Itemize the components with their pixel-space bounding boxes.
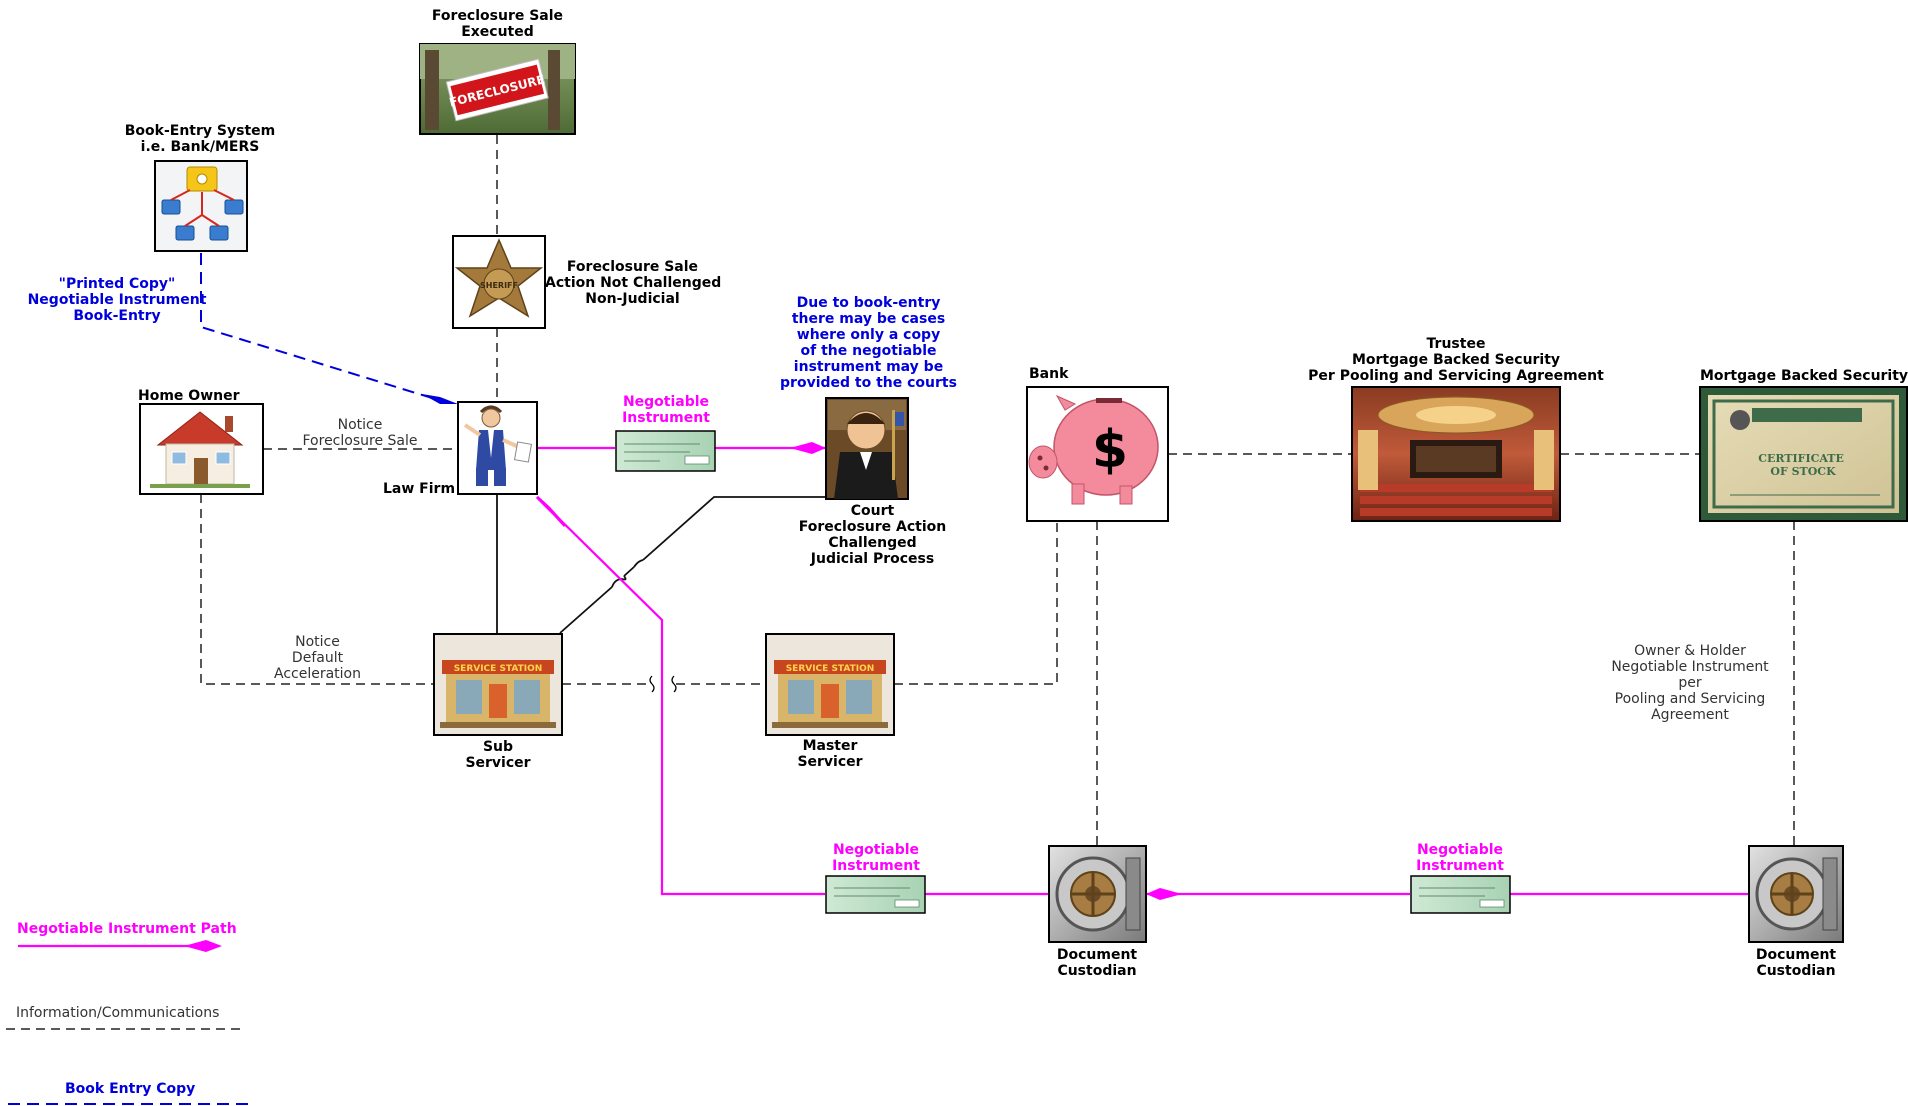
foreclosure-sale-title: Foreclosure Sale Executed bbox=[431, 8, 564, 40]
connector-subservicer-court bbox=[559, 586, 613, 634]
court-label: Court Foreclosure Action Challenged Judi… bbox=[798, 503, 947, 567]
vault-icon bbox=[1748, 845, 1844, 943]
check-icon bbox=[825, 875, 926, 914]
arrowhead-bookentry bbox=[422, 394, 458, 404]
book-entry-system-title: Book-Entry System i.e. Bank/MERS bbox=[124, 123, 276, 155]
negotiable-path bbox=[536, 446, 1748, 896]
bank-label: Bank bbox=[1029, 366, 1069, 382]
info-connectors bbox=[200, 135, 1795, 845]
book-entry-note: Due to book-entry there may be cases whe… bbox=[780, 295, 957, 391]
connector-subservicer-court-2 bbox=[623, 566, 635, 577]
master-servicer-sign-text: SERVICE STATION bbox=[786, 664, 875, 674]
auditorium-icon bbox=[1351, 386, 1561, 522]
lawyer-icon bbox=[457, 401, 538, 495]
path-bookentry-lawfirm bbox=[200, 253, 446, 403]
master-servicer-label: Master Servicer bbox=[797, 738, 863, 770]
check-icon bbox=[615, 430, 716, 472]
path-lawfirm-custodian bbox=[536, 496, 825, 896]
piggy-bank-icon: $ bbox=[1026, 386, 1169, 522]
notice-default-label: Notice Default Acceleration bbox=[274, 634, 361, 682]
law-firm-label: Law Firm bbox=[383, 481, 456, 497]
connector-subservicer-court-3 bbox=[642, 496, 826, 561]
home-owner-label: Home Owner bbox=[138, 388, 240, 404]
stock-certificate-icon: CERTIFICATE OF STOCK bbox=[1699, 386, 1908, 522]
sheriff-badge-icon: SHERIFF bbox=[452, 235, 546, 329]
document-custodian-label-2: Document Custodian bbox=[1755, 947, 1837, 979]
judge-icon bbox=[825, 397, 909, 500]
network-computers-icon bbox=[154, 160, 248, 252]
crossing-marks bbox=[649, 675, 677, 693]
check-icon bbox=[1410, 875, 1511, 914]
sheriff-label: Foreclosure Sale Action Not Challenged N… bbox=[545, 259, 722, 307]
legend-lines bbox=[6, 940, 248, 1105]
arrowhead-lawfirm bbox=[535, 495, 567, 528]
owner-holder-note: Owner & Holder Negotiable Instrument per… bbox=[1611, 643, 1769, 723]
arrowhead-court bbox=[790, 442, 826, 454]
notice-foreclosure-label: Notice Foreclosure Sale bbox=[302, 417, 418, 449]
negotiable-arrowheads bbox=[535, 442, 1182, 900]
service-station-icon: SERVICE STATION bbox=[765, 633, 895, 736]
document-custodian-label-1: Document Custodian bbox=[1056, 947, 1138, 979]
legend-negotiable-label: Negotiable Instrument Path bbox=[17, 921, 237, 937]
negotiable-instrument-label-3: Negotiable Instrument bbox=[1416, 842, 1504, 874]
printed-copy-note: "Printed Copy" Negotiable Instrument Boo… bbox=[27, 276, 207, 324]
vault-icon bbox=[1048, 845, 1147, 943]
connector-master-bank bbox=[894, 521, 1058, 685]
certificate-text: CERTIFICATE OF STOCK bbox=[1758, 452, 1847, 478]
crossing-mark bbox=[649, 675, 655, 693]
crossing-mark bbox=[633, 559, 644, 568]
legend-negotiable-arrowhead bbox=[184, 940, 222, 952]
house-icon bbox=[139, 403, 264, 495]
book-entry-path bbox=[200, 253, 458, 404]
dollar-sign: $ bbox=[1092, 420, 1128, 480]
sub-servicer-label: Sub Servicer bbox=[465, 739, 531, 771]
sheriff-badge-text: SHERIFF bbox=[480, 281, 518, 290]
arrowhead-custodian bbox=[1146, 888, 1182, 900]
negotiable-instrument-label-1: Negotiable Instrument bbox=[622, 394, 710, 426]
foreclosure-sign-icon: FORECLOSURE bbox=[419, 43, 576, 135]
negotiable-instrument-label-2: Negotiable Instrument bbox=[832, 842, 920, 874]
service-station-icon: SERVICE STATION bbox=[433, 633, 563, 736]
trustee-label: Trustee Mortgage Backed Security Per Poo… bbox=[1308, 336, 1604, 384]
connector-homeowner-subservicer bbox=[200, 494, 434, 685]
crossing-mark bbox=[671, 675, 677, 693]
mbs-label: Mortgage Backed Security bbox=[1699, 368, 1908, 384]
sub-servicer-sign-text: SERVICE STATION bbox=[454, 664, 543, 674]
solid-connectors bbox=[496, 494, 826, 634]
legend-information-label: Information/Communications bbox=[16, 1005, 220, 1021]
legend-book-entry-label: Book Entry Copy bbox=[65, 1081, 196, 1097]
crossing-mark bbox=[611, 575, 627, 588]
